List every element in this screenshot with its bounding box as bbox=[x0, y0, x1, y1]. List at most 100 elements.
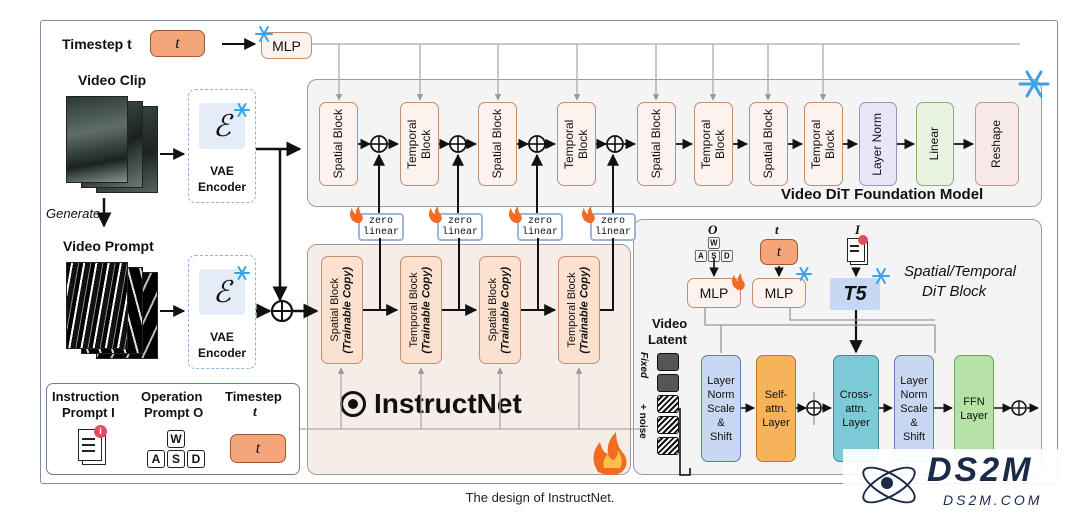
instruction-prompt-line1: Instruction bbox=[52, 389, 120, 404]
ln2-line5: Shift bbox=[902, 430, 925, 443]
dit-document-icon bbox=[847, 235, 869, 266]
zero-linear-1-line2: linear bbox=[362, 227, 399, 238]
foundation-spatial-block-1: Spatial Block bbox=[319, 102, 358, 186]
dit-cross-attn: Cross-attn.Layer bbox=[833, 355, 879, 462]
foundation-reshape: Reshape bbox=[975, 102, 1019, 186]
foundation-spatial-block-4: Spatial Block bbox=[749, 102, 788, 186]
dit-t-pill-symbol: t bbox=[776, 243, 782, 260]
timestep-label: Timestep t bbox=[62, 36, 132, 52]
dit-t-symbol-label: t bbox=[775, 222, 779, 237]
snowflake-icons bbox=[234, 26, 1050, 284]
sa-line2: attn. bbox=[765, 402, 787, 415]
operation-prompt-line1: Operation bbox=[141, 389, 203, 404]
vae-encoder-top-line1: VAE bbox=[210, 164, 234, 178]
vae-encoder-bottom: ℰ VAE Encoder bbox=[188, 255, 256, 369]
zero-linear-2-line2: linear bbox=[441, 227, 478, 238]
timestep-t-pill: t bbox=[150, 30, 205, 57]
ln1-line1: Layer bbox=[707, 374, 735, 387]
ca-line1: Cross- bbox=[839, 388, 873, 401]
operation-prompt-line2: Prompt O bbox=[144, 405, 204, 420]
dit-self-attn: Self-attn.Layer bbox=[756, 355, 796, 462]
logo-text: DS2M bbox=[927, 451, 1034, 489]
ca-line2: attn. bbox=[845, 402, 867, 415]
foundation-temporal-block-2: Temporal Block bbox=[557, 102, 596, 186]
ln1-line2: Norm bbox=[707, 388, 735, 401]
dit-i-symbol: I bbox=[855, 222, 861, 237]
vae-encoder-top-symbol: ℰ bbox=[212, 109, 232, 143]
ffn-line1: FFN bbox=[963, 395, 985, 408]
video-latent-line2: Latent bbox=[648, 332, 687, 347]
foundation-layer-norm: Layer Norm bbox=[859, 102, 897, 186]
dit-block-title-1: Spatial/Temporal bbox=[904, 263, 1017, 280]
ln2-line4: & bbox=[910, 416, 918, 429]
dit-t5: T5 bbox=[830, 278, 880, 310]
trainable-temporal-block-2: Temporal Block(Trainable Copy) bbox=[558, 256, 600, 364]
vae-encoder-bottom-symbol: ℰ bbox=[212, 275, 232, 309]
foundation-title: Video DiT Foundation Model bbox=[781, 186, 984, 203]
instruction-prompt-line2: Prompt I bbox=[62, 405, 115, 420]
key-s: S bbox=[167, 450, 185, 468]
dit-mlp-1: MLP bbox=[687, 278, 741, 308]
ln2-line1: Layer bbox=[900, 374, 928, 387]
ln1-line3: Scale bbox=[707, 402, 735, 415]
dit-mlp-2: MLP bbox=[752, 278, 806, 308]
vae-encoder-bottom-line1: VAE bbox=[210, 330, 234, 344]
zero-linear-3-line1: zero bbox=[527, 216, 552, 227]
foundation-spatial-block-2: Spatial Block bbox=[478, 102, 517, 186]
foundation-spatial-block-3: Spatial Block bbox=[637, 102, 676, 186]
ln2-line3: Scale bbox=[900, 402, 928, 415]
sa-line1: Self- bbox=[764, 388, 788, 401]
dit-key-w: W bbox=[707, 237, 720, 249]
foundation-temporal-block-1: Temporal Block bbox=[400, 102, 439, 186]
ffn-line2: Layer bbox=[960, 409, 988, 422]
fire-icons bbox=[350, 206, 745, 475]
ca-line3: Layer bbox=[842, 416, 870, 429]
video-prompt-frames bbox=[66, 262, 158, 362]
inputs-t-symbol: t bbox=[255, 439, 261, 457]
key-w: W bbox=[167, 430, 185, 448]
generate-label: Generate bbox=[46, 206, 101, 221]
dit-key-a: A bbox=[694, 250, 707, 262]
dit-key-d: D bbox=[720, 250, 733, 262]
inputs-timestep-pill: t bbox=[230, 434, 286, 463]
dit-mlp-2-label: MLP bbox=[764, 285, 794, 301]
instruction-document-icon: i bbox=[78, 425, 107, 465]
foundation-temporal-block-4: Temporal Block bbox=[804, 102, 843, 186]
instructnet-title-text: InstructNet bbox=[374, 388, 522, 419]
video-clip-frames bbox=[66, 96, 158, 196]
video-clip-label: Video Clip bbox=[78, 72, 147, 88]
atom-icon bbox=[857, 455, 921, 511]
vae-encoder-bottom-line2: Encoder bbox=[197, 346, 246, 360]
inputs-timestep-line2: t bbox=[253, 405, 257, 420]
vae-encoder-top-line2: Encoder bbox=[197, 180, 246, 194]
ln1-line4: & bbox=[717, 416, 725, 429]
mlp-top-label: MLP bbox=[272, 37, 301, 54]
ln2-line2: Norm bbox=[900, 388, 928, 401]
foundation-linear: Linear bbox=[916, 102, 954, 186]
trainable-spatial-block-1: Spatial Block(Trainable Copy) bbox=[321, 256, 363, 364]
vae-encoder-bottom-symbol-box: ℰ bbox=[199, 269, 245, 315]
zero-linear-2-line1: zero bbox=[447, 216, 472, 227]
dit-t5-label: T5 bbox=[843, 282, 867, 305]
trainable-temporal-block-1: Temporal Block(Trainable Copy) bbox=[400, 256, 442, 364]
vae-encoder-top: ℰ VAE Encoder bbox=[188, 89, 256, 203]
dit-t-pill: t bbox=[760, 239, 798, 265]
dit-mlp-1-label: MLP bbox=[699, 285, 729, 301]
inputs-timestep-line1: Timestep bbox=[225, 389, 282, 404]
logo-subtext: DS2M.COM bbox=[943, 492, 1043, 508]
video-latent-line1: Video bbox=[652, 316, 688, 331]
zero-linear-4-line1: zero bbox=[600, 216, 625, 227]
fixed-label: Fixed bbox=[638, 352, 649, 379]
trainable-spatial-block-2: Spatial Block(Trainable Copy) bbox=[479, 256, 521, 364]
t-symbol: t bbox=[175, 34, 180, 52]
ln1-line5: Shift bbox=[709, 430, 732, 443]
sa-line3: Layer bbox=[762, 416, 790, 429]
mlp-top: MLP bbox=[261, 32, 312, 59]
